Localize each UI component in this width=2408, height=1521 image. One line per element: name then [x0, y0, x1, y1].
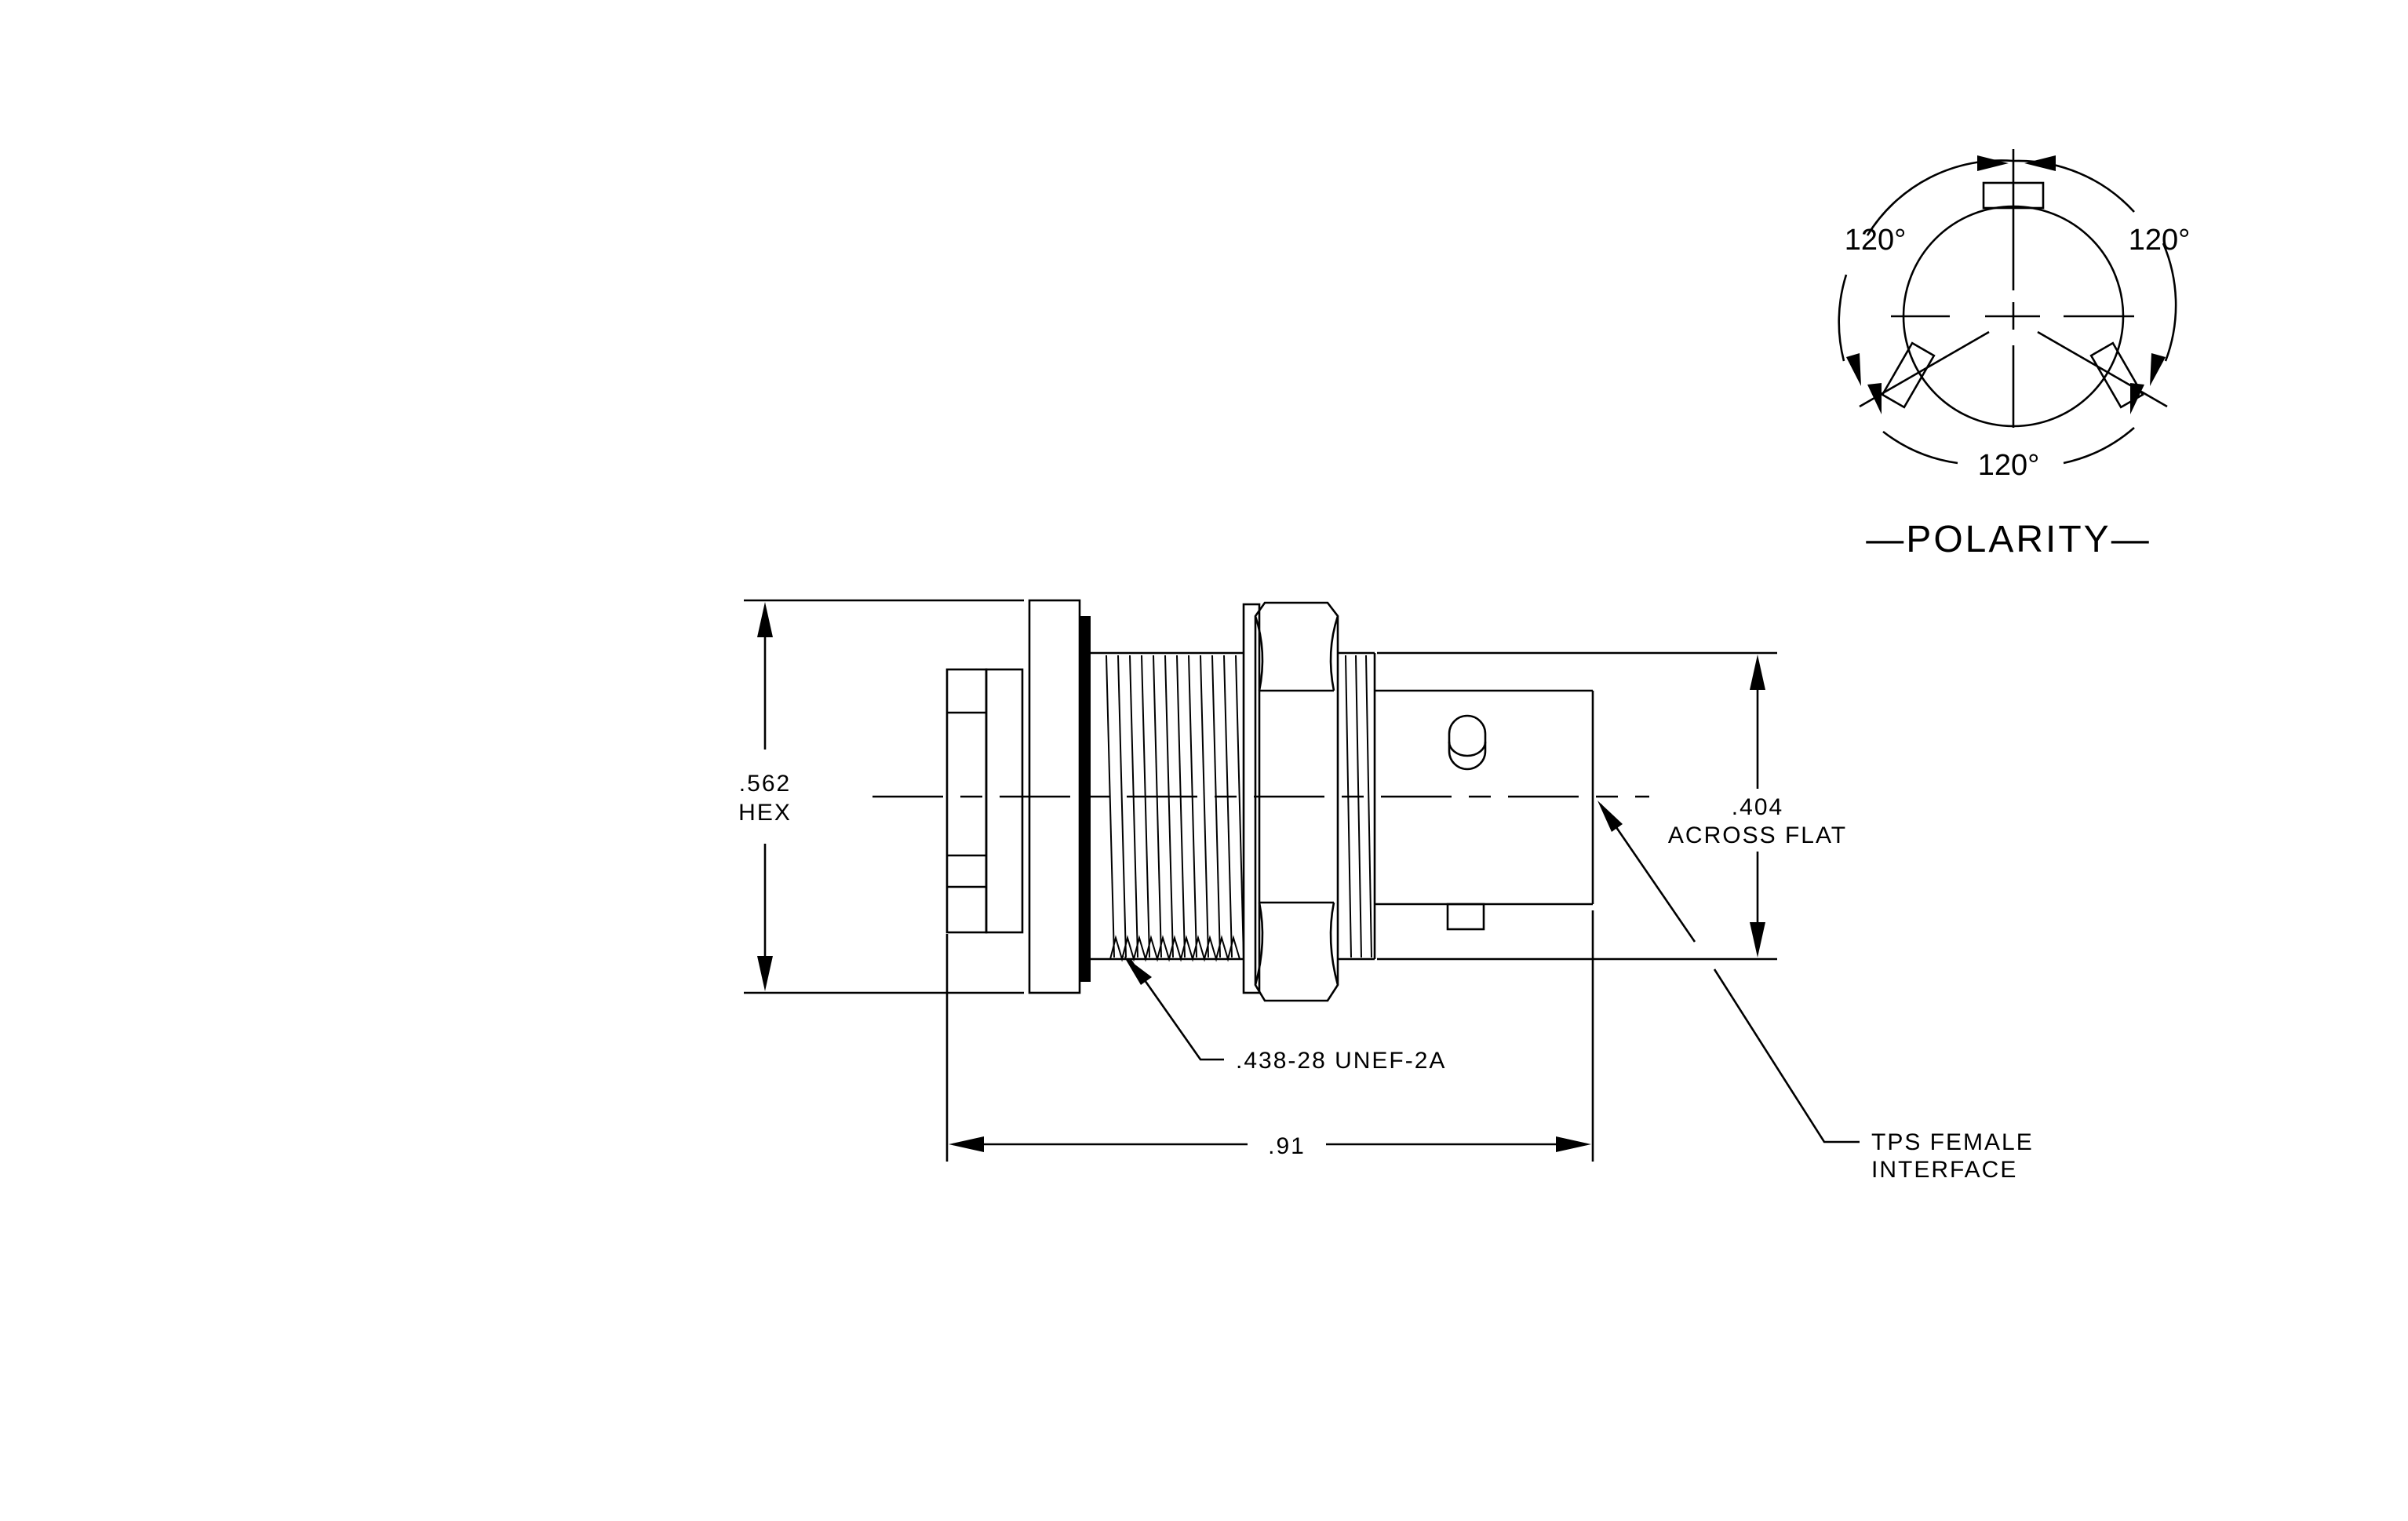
bayonet-pin — [1448, 714, 1487, 771]
key-left — [1881, 341, 1936, 409]
length-dimension: .91 — [945, 910, 1594, 1162]
length-value: .91 — [1268, 1133, 1306, 1159]
angle-left: 120° — [1845, 224, 1907, 257]
panel-nut — [945, 668, 988, 934]
across-flat-dimension: .404 ACROSS FLAT — [1377, 651, 1847, 961]
gasket — [1080, 616, 1091, 982]
interface-callout: TPS FEMALE INTERFACE — [1597, 801, 2034, 1183]
angle-right: 120° — [2129, 224, 2191, 257]
thread-section-right — [1338, 651, 1376, 961]
connector-side-view — [872, 599, 1649, 1002]
hex-value: .562 — [739, 771, 791, 797]
thread-label: .438-28 UNEF-2A — [1236, 1048, 1446, 1074]
thread-callout: .438-28 UNEF-2A — [1124, 956, 1446, 1074]
hex-label: HEX — [738, 800, 792, 826]
polarity-view: 120° 120° 120° —POLARITY— — [1838, 149, 2191, 560]
bayonet-slot — [1446, 903, 1485, 931]
angle-bottom: 120° — [1978, 449, 2040, 482]
tps-interface-barrel — [1375, 689, 1594, 931]
hex-nut — [1254, 601, 1339, 1002]
washer — [1242, 603, 1261, 994]
threaded-body — [1091, 651, 1244, 962]
polarity-title: —POLARITY— — [1866, 519, 2151, 560]
hex-dimension: .562 HEX — [738, 599, 1024, 994]
flat-value: .404 — [1732, 794, 1783, 820]
lock-washer — [985, 668, 1024, 934]
interface-line1: TPS FEMALE — [1871, 1129, 2034, 1155]
key-right — [2089, 341, 2144, 409]
interface-line2: INTERFACE — [1871, 1157, 2017, 1183]
flat-label: ACROSS FLAT — [1668, 823, 1847, 848]
